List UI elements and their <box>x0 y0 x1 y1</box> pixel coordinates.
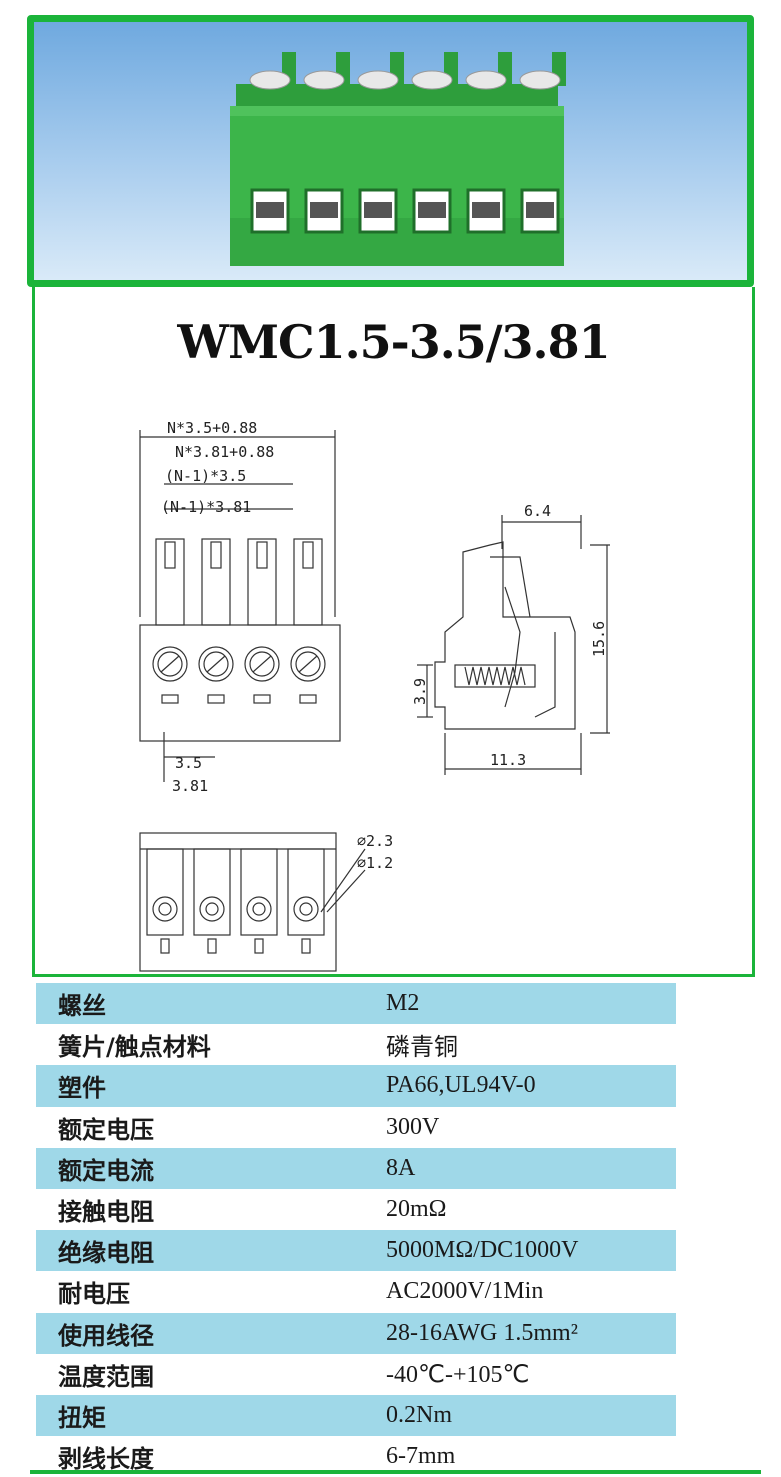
side-top-dim: 6.4 <box>524 502 551 520</box>
spec-value: -40℃-+105℃ <box>386 1353 676 1395</box>
side-width-dim: 11.3 <box>490 751 526 769</box>
hole-outer-dim: ∅2.3 <box>357 832 393 850</box>
pitch-381: 3.81 <box>172 777 208 795</box>
spec-label: 使用线径 <box>36 1312 386 1354</box>
spec-label: 额定电压 <box>36 1106 386 1148</box>
product-photo <box>27 15 754 287</box>
spec-value: 20mΩ <box>386 1188 676 1231</box>
dim-span-381: (N-1)*3.81 <box>161 498 251 516</box>
spec-label: 塑件 <box>36 1065 386 1107</box>
spec-value: 磷青铜 <box>386 1024 676 1066</box>
dim-total-35: N*3.5+0.88 <box>167 419 257 437</box>
technical-drawing-panel: WMC1.5-3.5/3.81 N*3.5+0.88 N*3.81+0.88 (… <box>32 287 755 977</box>
spec-row: 温度范围-40℃-+105℃ <box>36 1353 676 1395</box>
spec-label: 温度范围 <box>36 1353 386 1395</box>
spec-value: 300V <box>386 1106 676 1148</box>
spec-label: 耐电压 <box>36 1271 386 1313</box>
spec-value: AC2000V/1Min <box>386 1271 676 1313</box>
connector-image <box>230 52 566 266</box>
bottom-divider <box>30 1470 761 1474</box>
spec-value: M2 <box>386 983 676 1025</box>
side-height-dim: 15.6 <box>590 621 608 657</box>
side-left-dim: 3.9 <box>411 678 429 705</box>
spec-value: PA66,UL94V-0 <box>386 1065 676 1107</box>
spec-value: 0.2Nm <box>386 1394 676 1437</box>
spec-row: 簧片/触点材料磷青铜 <box>36 1024 676 1066</box>
pitch-35: 3.5 <box>175 754 202 772</box>
spec-label: 簧片/触点材料 <box>36 1024 386 1066</box>
spec-label: 绝缘电阻 <box>36 1230 386 1272</box>
hole-inner-dim: ∅1.2 <box>357 854 393 872</box>
page-title: WMC1.5-3.5/3.81 <box>177 315 610 369</box>
spec-value: 5000MΩ/DC1000V <box>386 1230 676 1272</box>
spec-label: 额定电流 <box>36 1147 386 1189</box>
spec-label: 螺丝 <box>36 983 386 1025</box>
dim-span-35: (N-1)*3.5 <box>165 467 246 485</box>
spec-label: 接触电阻 <box>36 1188 386 1231</box>
spec-label: 扭矩 <box>36 1394 386 1437</box>
spec-value: 28-16AWG 1.5mm² <box>386 1312 676 1354</box>
dim-total-381: N*3.81+0.88 <box>175 443 274 461</box>
spec-value: 8A <box>386 1147 676 1189</box>
